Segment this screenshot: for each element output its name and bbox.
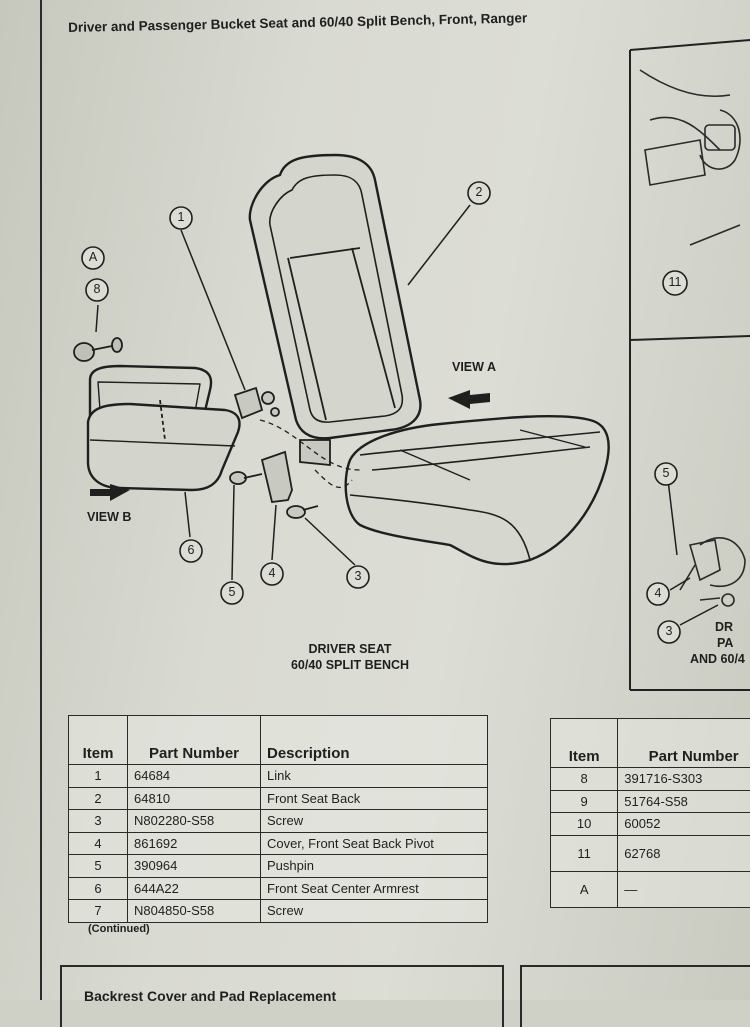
part-number-cell: N802280-S58 [128,810,261,833]
view-a-label: VIEW A [452,360,496,374]
item-cell: 4 [69,832,128,855]
description-cell: Front Seat Back [261,787,488,810]
item-cell: 10 [551,813,618,836]
callout-3-right: 3 [663,624,675,638]
part-number-cell: 391716-S303 [618,768,750,791]
part-number-cell: — [618,871,750,907]
part-number-cell: 64684 [128,765,261,788]
item-cell: 1 [69,765,128,788]
table-row: A— [551,871,750,907]
description-cell: Screw [261,810,488,833]
manual-page: Driver and Passenger Bucket Seat and 60/… [0,0,750,1000]
item-cell: 11 [551,835,618,871]
item-cell: 7 [69,900,128,923]
item-cell: 2 [69,787,128,810]
description-cell: Screw [261,900,488,923]
item-cell: 5 [69,855,128,878]
view-b-label: VIEW B [87,510,131,524]
part-number-cell: 60052 [618,813,750,836]
part-number-cell: 64810 [128,787,261,810]
header-item-right: Item [551,719,618,768]
diagram-caption-line1: DRIVER SEAT [270,642,430,656]
callout-5-right: 5 [660,466,672,480]
header-part-number: Part Number [128,716,261,765]
description-cell: Pushpin [261,855,488,878]
callout-2: 2 [473,185,485,199]
part-number-cell: 62768 [618,835,750,871]
callout-11-right: 11 [665,275,685,289]
part-number-cell: 644A22 [128,877,261,900]
header-description: Description [261,716,488,765]
item-cell: 9 [551,790,618,813]
callout-3: 3 [352,569,364,583]
item-cell: 8 [551,768,618,791]
continued-note: (Continued) [88,923,150,935]
description-cell: Cover, Front Seat Back Pivot [261,832,488,855]
header-part-number-right: Part Number [618,719,750,768]
item-cell: A [551,871,618,907]
right-caption-line3: AND 60/4 [690,652,745,666]
callout-5: 5 [226,585,238,599]
part-number-cell: 51764-S58 [618,790,750,813]
item-cell: 3 [69,810,128,833]
part-number-cell: 861692 [128,832,261,855]
part-number-cell: 390964 [128,855,261,878]
part-number-cell: N804850-S58 [128,900,261,923]
item-cell: 6 [69,877,128,900]
right-caption-line1: DR [715,620,733,634]
description-cell: Front Seat Center Armrest [261,877,488,900]
next-section-box-right [520,965,750,1027]
header-item: Item [69,716,128,765]
diagram-caption-line2: 60/40 SPLIT BENCH [270,658,430,672]
next-section-heading: Backrest Cover and Pad Replacement [84,988,336,1004]
description-cell: Link [261,765,488,788]
callout-8: 8 [91,282,103,296]
callout-6: 6 [185,543,197,557]
callout-A: A [87,250,99,264]
right-caption-line2: PA [717,636,733,650]
callout-4-right: 4 [652,586,664,600]
callout-1: 1 [175,210,187,224]
callout-4: 4 [266,566,278,580]
